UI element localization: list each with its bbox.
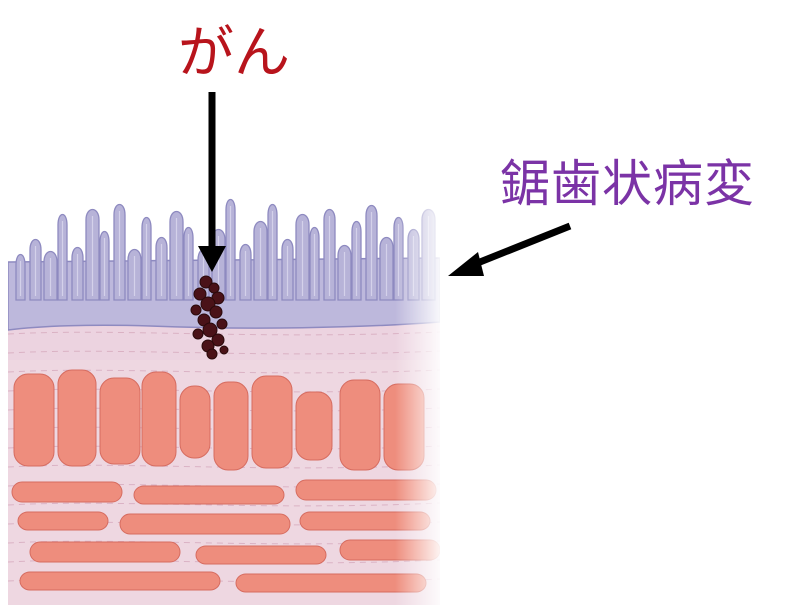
tumor-cell <box>207 349 217 359</box>
muscle-bundle <box>196 546 326 564</box>
muscle-bundle <box>214 382 248 470</box>
tumor-cell <box>220 346 228 354</box>
left-arrow-icon <box>448 226 570 276</box>
tumor-cell <box>217 319 227 329</box>
muscle-bundle <box>20 572 220 590</box>
muscle-bundle <box>30 542 180 562</box>
tumor-cell <box>193 329 203 339</box>
muscle-bundle <box>180 386 210 458</box>
muscle-bundle <box>340 380 380 470</box>
muscle-bundle <box>252 376 292 468</box>
serrated-lesion-label: 鋸歯状病変 <box>500 144 755 216</box>
muscle-bundle <box>14 374 54 466</box>
muscle-bundle <box>142 372 176 466</box>
serrated-villi <box>16 200 435 301</box>
tumor-cell <box>209 283 219 293</box>
muscle-bundle <box>100 378 140 464</box>
muscle-bundle <box>296 392 332 460</box>
tumor-cell <box>191 305 201 315</box>
tumor-cell <box>210 306 222 318</box>
cancer-label: がん <box>178 8 290 89</box>
muscle-bundle <box>12 482 122 502</box>
muscle-bundle <box>58 370 96 466</box>
muscle-bundle <box>120 514 290 534</box>
edge-fade <box>395 150 445 605</box>
muscle-bundle <box>134 486 284 504</box>
muscle-bundle <box>18 512 108 530</box>
